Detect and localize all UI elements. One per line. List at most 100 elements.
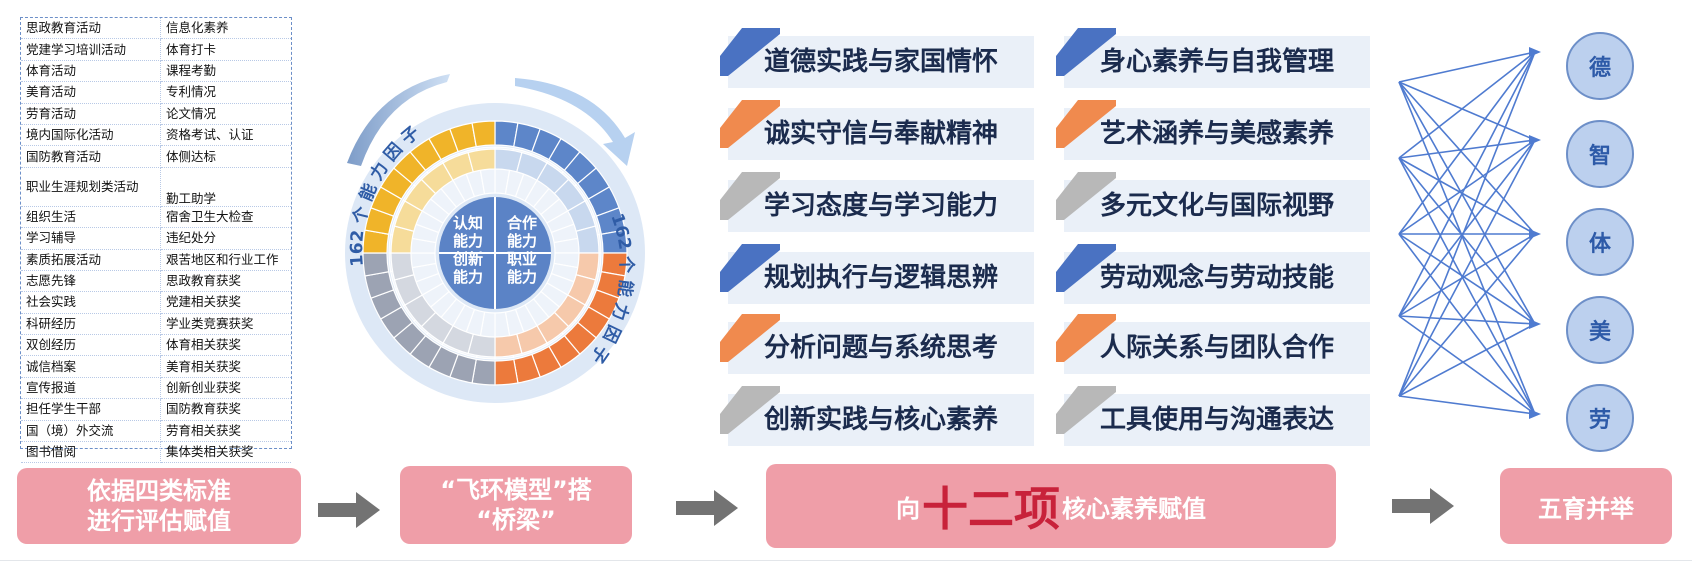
competency-label: 创新实践与核心素养 [764,405,999,435]
competency-label: 身心素养与自我管理 [1100,47,1335,77]
step-assess-line1: 依据四类标准 [87,477,231,505]
activity-cell-right: 信息化素养 [160,18,291,40]
connection-line [1398,51,1536,159]
activity-cell-right: 专利情况 [160,81,291,104]
connection-line [1398,139,1536,397]
competency-card: 诚实守信与奉献精神 [720,100,1034,160]
activity-cell-left: 学习辅导 [21,227,161,250]
ring-outer-segment [494,358,519,386]
activity-cell-right: 体育相关获奖 [160,334,291,357]
activity-cell-left: 劳育活动 [21,103,161,125]
activity-cell-left: 组织生活 [21,206,161,229]
competency-label: 人际关系与团队合作 [1100,333,1335,363]
connection-line [1398,395,1536,415]
education-circle: 美 [1566,296,1634,364]
arrowhead [1529,319,1541,329]
card-accent-stripe [720,100,780,148]
activity-cell-right: 思政教育获奖 [160,270,291,293]
step-bridge: “飞环模型”搭 “桥梁” [400,466,632,544]
step-assess: 依据四类标准 进行评估赋值 [17,468,301,544]
education-circle: 智 [1566,120,1634,188]
education-circle: 体 [1566,208,1634,276]
quadrant-label: 能力 [507,268,537,286]
card-accent-stripe [720,172,780,220]
activity-cell-right: 劳育相关获奖 [160,420,291,443]
quadrant-label: 能力 [453,268,483,286]
quadrant-label: 认知 [453,214,483,232]
activity-row: 学习辅导违纪处分 [21,227,291,250]
activity-cell-right: 艰苦地区和行业工作 [160,249,291,271]
connection-line [1398,233,1536,415]
connection-line [1398,157,1536,415]
activity-cell-left: 职业生涯规划类活动 [21,167,161,207]
connection-line [1398,315,1536,325]
card-accent-stripe [1056,172,1116,220]
activity-cell-right: 体侧达标 [160,145,291,168]
ring-middle-segment [467,148,496,173]
activity-cell-left: 体育活动 [21,60,161,83]
step-assign: 向 十二项 核心素养赋值 [766,464,1336,548]
connection-line [1398,139,1536,159]
competency-card: 道德实践与家国情怀 [720,28,1034,88]
card-accent-stripe [720,314,780,362]
step-bridge-line2: “桥梁” [476,506,556,534]
connection-line [1398,157,1536,325]
activity-row: 宣传报道创新创业获奖 [21,377,291,400]
connection-line [1398,233,1536,325]
competency-label: 工具使用与沟通表达 [1100,405,1335,435]
card-accent-stripe [1056,314,1116,362]
card-accent-stripe [1056,100,1116,148]
activity-row: 志愿先锋思政教育获奖 [21,270,291,293]
quadrant-label: 职业 [507,250,537,268]
competency-card: 人际关系与团队合作 [1056,314,1370,374]
competency-card: 身心素养与自我管理 [1056,28,1370,88]
connection-line [1398,81,1536,141]
activity-row: 科研经历学业类竞赛获奖 [21,313,291,336]
activity-cell-left: 党建学习培训活动 [21,38,161,61]
quadrant-label: 创新 [452,250,483,268]
competency-label: 规划执行与逻辑思辨 [764,263,999,293]
flow-arrow-2 [676,490,738,526]
activity-cell-right: 体育打卡 [160,38,291,61]
activity-cell-left: 图书借阅 [21,441,161,464]
activity-cell-right: 集体类相关获奖 [160,441,291,464]
step-assign-prefix: 向 [896,494,920,523]
activity-cell-right: 美育相关获奖 [160,355,291,378]
activity-row: 组织生活宿舍卫生大检查 [21,206,291,229]
bottom-rule [0,560,1692,561]
step-assign-suffix: 核心素养赋值 [1062,494,1206,523]
competency-label: 道德实践与家国情怀 [764,47,999,77]
arrowhead [1529,47,1541,57]
competency-label: 劳动观念与劳动技能 [1100,263,1335,293]
activity-row: 双创经历体育相关获奖 [21,334,291,357]
swoop-arrow-left [347,74,450,166]
activity-row: 素质拓展活动艰苦地区和行业工作 [21,249,291,271]
education-circle: 劳 [1566,384,1634,452]
activity-cell-right: 学业类竞赛获奖 [160,313,291,336]
card-accent-stripe [1056,28,1116,76]
activity-cell-left: 美育活动 [21,81,161,104]
swoop-arrow-right [515,78,635,166]
activity-row: 思政教育活动信息化素养 [21,18,291,40]
card-accent-stripe [720,244,780,292]
activity-cell-left: 担任学生干部 [21,398,161,421]
quadrant-label: 能力 [453,232,483,250]
activity-cell-left: 素质拓展活动 [21,249,161,271]
activity-row: 美育活动专利情况 [21,81,291,104]
step-five-yu: 五育并举 [1500,468,1672,544]
competency-card: 多元文化与国际视野 [1056,172,1370,232]
competency-card: 工具使用与沟通表达 [1056,386,1370,446]
step-bridge-line1: “飞环模型”搭 [440,476,592,504]
connection-line [1398,233,1536,397]
card-accent-stripe [1056,386,1116,434]
connection-line [1398,323,1536,397]
step-five-yu-label: 五育并举 [1538,494,1634,523]
activity-row: 国（境）外交流劳育相关获奖 [21,420,291,443]
activity-cell-left: 诚信档案 [21,355,161,378]
competency-card: 劳动观念与劳动技能 [1056,244,1370,304]
activity-row: 担任学生干部国防教育获奖 [21,398,291,421]
activity-row: 境内国际化活动资格考试、认证 [21,124,291,147]
ring-segments [362,120,628,386]
